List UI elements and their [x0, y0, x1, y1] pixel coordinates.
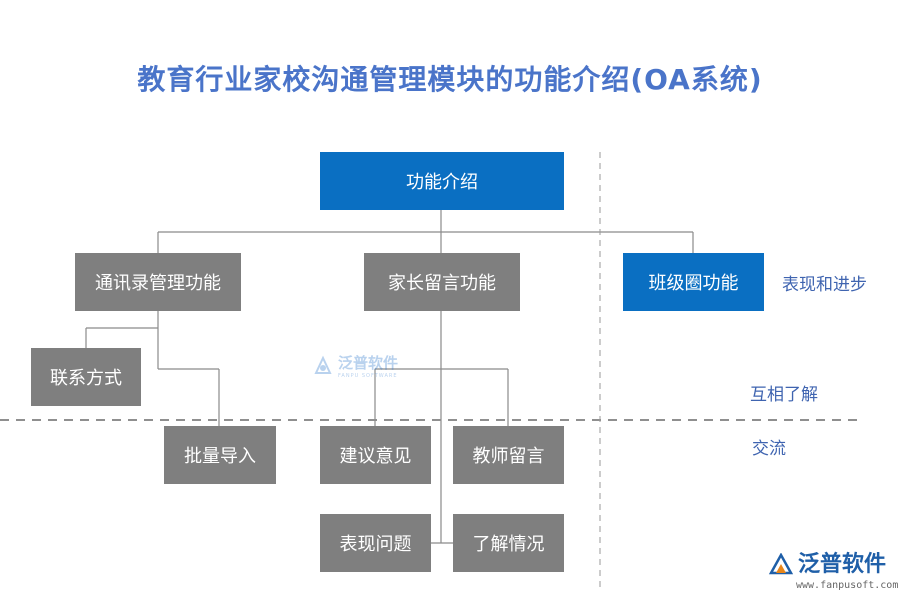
watermark-name: 泛普软件: [338, 354, 399, 372]
watermark-sub: FANPU SOFTWARE: [338, 373, 398, 379]
watermark: 泛普软件 FANPU SOFTWARE: [312, 352, 398, 379]
node-class-circle: 班级圈功能: [623, 253, 764, 311]
brand-url: www.fanpusoft.com: [796, 580, 899, 591]
watermark-logo-icon: [314, 355, 332, 374]
page-title: 教育行业家校沟通管理模块的功能介绍(OA系统): [137, 63, 763, 96]
brand-logo-icon: [768, 553, 794, 575]
root-node: 功能介绍: [320, 152, 564, 210]
node-messages: 家长留言功能: [364, 253, 520, 311]
node-understand-situation: 了解情况: [453, 514, 564, 572]
node-suggestions: 建议意见: [320, 426, 431, 484]
node-teacher-message: 教师留言: [453, 426, 564, 484]
label-performance-progress: 表现和进步: [782, 275, 867, 295]
label-communication: 交流: [752, 439, 786, 459]
node-contacts: 通讯录管理功能: [75, 253, 241, 311]
label-mutual-understanding: 互相了解: [750, 385, 818, 405]
brand-name: 泛普软件: [798, 552, 887, 577]
node-performance-issue: 表现问题: [320, 514, 431, 572]
node-batch-import: 批量导入: [164, 426, 276, 484]
brand-logo: 泛普软件: [768, 553, 886, 577]
node-contact-method: 联系方式: [31, 348, 141, 406]
